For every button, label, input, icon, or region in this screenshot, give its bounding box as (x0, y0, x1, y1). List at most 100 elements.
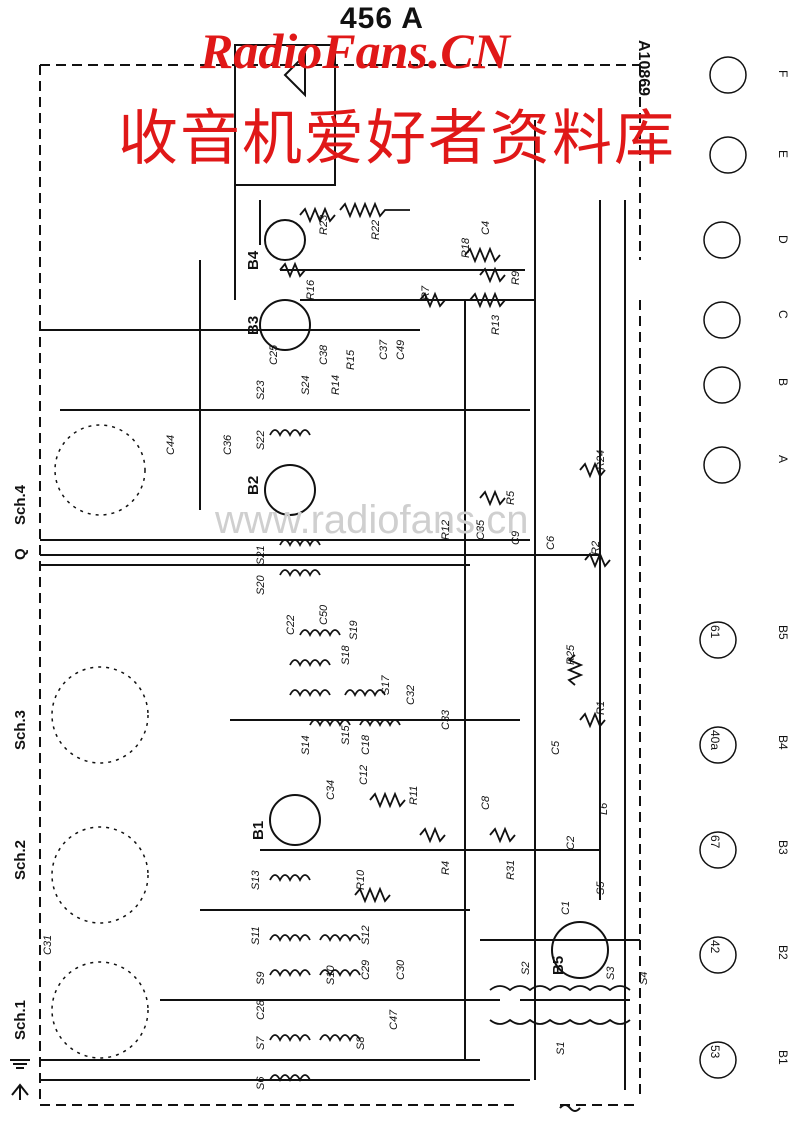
component-label: S5 (595, 881, 607, 895)
component-label: S15 (340, 725, 352, 745)
component-label: C2 (565, 835, 577, 850)
socket-label-a: A (776, 455, 790, 464)
socket-label-d: D (776, 235, 790, 244)
component-label: S19 (348, 620, 360, 640)
component-label: C5 (550, 740, 562, 755)
component-label: R22 (370, 219, 382, 240)
socket-tube-42: 42 (708, 940, 722, 954)
socket-diagrams (699, 56, 747, 1079)
component-label: C8 (480, 795, 492, 810)
component-label: R10 (355, 869, 367, 890)
antenna-ground (10, 1059, 581, 1112)
component-label: C50 (318, 604, 330, 625)
component-label: C32 (405, 684, 417, 705)
component-label: R12 (440, 519, 452, 540)
component-label: S22 (255, 430, 267, 450)
socket-tube-53: 53 (708, 1045, 722, 1059)
component-label: C30 (395, 959, 407, 980)
coils (269, 429, 631, 1083)
component-label: C33 (440, 709, 452, 730)
component-label: C44 (165, 434, 177, 455)
wiring-rails (40, 45, 640, 1090)
component-label: R24 (595, 449, 607, 470)
component-label: L6 (598, 802, 610, 815)
component-label: S4 (638, 971, 650, 985)
component-label: C9 (510, 530, 522, 545)
component-label: S1 (555, 1041, 567, 1055)
socket-label-b1: B1 (776, 1050, 790, 1065)
component-label: S7 (255, 1036, 267, 1050)
component-label: C29 (360, 959, 372, 980)
component-label: C34 (325, 779, 337, 800)
tubes (259, 219, 609, 979)
component-label: S3 (605, 966, 617, 980)
component-label: S14 (300, 735, 312, 755)
socket-label-b4: B4 (776, 735, 790, 750)
component-label: R13 (490, 314, 502, 335)
component-label: R7 (420, 285, 432, 300)
drawing-code: A10869 (635, 40, 652, 97)
component-label: R16 (305, 279, 317, 300)
component-label: C18 (360, 734, 372, 755)
component-label: S13 (250, 870, 262, 890)
component-label: R1 (595, 700, 607, 715)
component-label: S23 (255, 380, 267, 400)
component-label: S20 (255, 575, 267, 595)
socket-tube-67: 67 (708, 835, 722, 849)
band-switches (51, 424, 149, 1059)
component-label: S8 (355, 1036, 367, 1050)
component-label: R5 (505, 490, 517, 505)
socket-label-f: F (776, 70, 790, 78)
socket-label-b2: B2 (776, 945, 790, 960)
component-label: S17 (380, 675, 392, 695)
component-label: C22 (285, 614, 297, 635)
resistors (279, 201, 611, 904)
tube-label-b4: B4 (245, 250, 262, 270)
watermark-site: RadioFans.CN (200, 23, 510, 79)
component-label: R2 (590, 540, 602, 555)
component-label: S24 (300, 375, 312, 395)
component-label: C6 (545, 535, 557, 550)
component-label: R4 (440, 860, 452, 875)
component-label: S18 (340, 645, 352, 665)
component-label: R31 (505, 859, 517, 880)
switch-label-sch4: Sch.4 (12, 484, 29, 525)
socket-tube-61: 61 (708, 625, 722, 639)
component-label: C36 (222, 434, 234, 455)
watermark-chinese: 收音机爱好者资料库 (118, 104, 676, 174)
tube-label-b2: B2 (245, 475, 262, 495)
component-label: C1 (560, 900, 572, 915)
socket-label-b: B (776, 378, 790, 387)
component-label: C4 (480, 220, 492, 235)
switch-label-sch1: Sch.1 (12, 999, 29, 1040)
component-label: S2 (520, 961, 532, 975)
socket-tube-40a: 40a (708, 730, 722, 751)
component-label: C28 (255, 999, 267, 1020)
component-label: S12 (360, 925, 372, 945)
component-label: C12 (358, 764, 370, 785)
component-label: C37 (378, 339, 390, 360)
component-label: R18 (460, 237, 472, 258)
component-label: S9 (255, 971, 267, 985)
component-label: R15 (345, 349, 357, 370)
switch-label-sch3: Sch.3 (12, 709, 29, 750)
socket-label-b5: B5 (776, 625, 790, 640)
tube-label-b5: B5 (550, 955, 567, 975)
component-label: S21 (255, 545, 267, 565)
component-label: R9 (510, 270, 522, 285)
component-label: C47 (388, 1009, 400, 1030)
speaker (283, 52, 306, 98)
socket-label-b3: B3 (776, 840, 790, 855)
component-label: R25 (565, 644, 577, 665)
component-label: R11 (408, 785, 420, 805)
socket-label-c: C (776, 310, 790, 319)
terminal-label-q: Q (12, 548, 29, 560)
component-label: S11 (250, 926, 262, 945)
component-label: S6 (255, 1076, 267, 1090)
component-label: C49 (395, 339, 407, 360)
component-label: S10 (325, 965, 337, 985)
socket-label-e: E (776, 150, 790, 159)
model-title: 456 A (340, 2, 424, 35)
